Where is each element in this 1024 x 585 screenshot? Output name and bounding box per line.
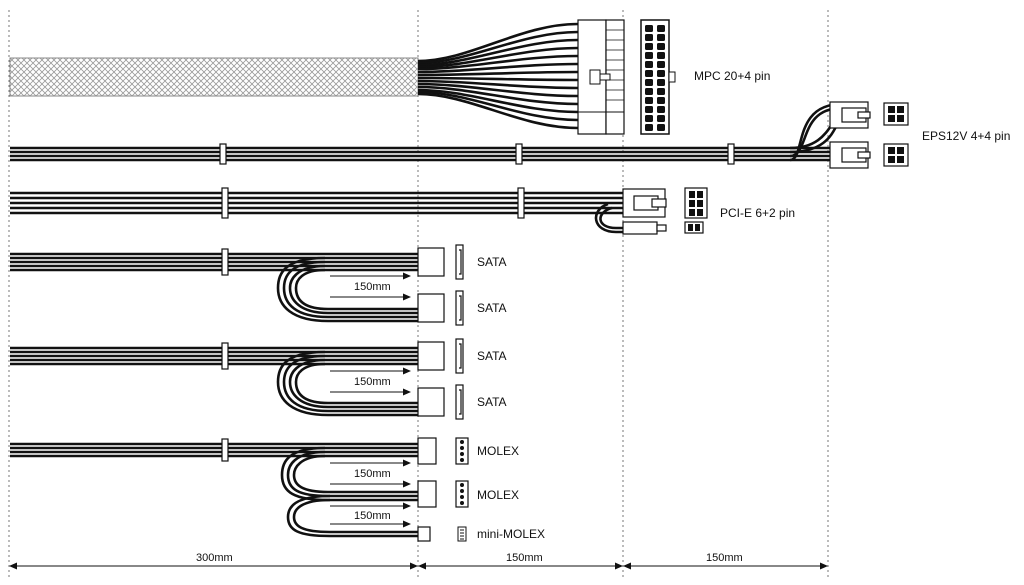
molex-connector-2 [417,480,469,508]
eps-label: EPS12V 4+4 pin [922,129,1010,143]
molex-spacing-a: 150mm [354,468,391,480]
sata-1-connector-b [417,290,464,326]
sata-1-label: SATA [477,255,507,269]
mini-molex-connector [417,526,467,542]
sata-cable-2: 150mm SATA SATA [10,338,507,420]
mini-molex-label: mini-MOLEX [477,527,545,541]
sata-3-label: SATA [477,349,507,363]
eps-connector-lower [829,141,871,169]
sata-2-label: SATA [477,301,507,315]
eps-connector-upper [829,101,871,129]
molex-1-label: MOLEX [477,444,519,458]
length-dimensions: 300mm 150mm 150mm [9,552,828,570]
sata-2-spacing: 150mm [354,376,391,388]
mpc-connector-side [577,19,625,135]
eps-face-lower [883,143,909,167]
molex-connector-1 [417,437,469,465]
sata-4-label: SATA [477,395,507,409]
molex-cable: 150mm 150mm MOLEX MOLEX mini-MOLEX [10,437,545,542]
mpc-cable: MPC 20+4 pin [9,19,770,135]
ext-length-1-label: 150mm [506,552,543,564]
pcie-label: PCI-E 6+2 pin [720,206,795,220]
mpc-connector-face [640,19,676,135]
molex-dim-b: 150mm [330,502,411,528]
molex-2-label: MOLEX [477,488,519,502]
mpc-label: MPC 20+4 pin [694,69,770,83]
mesh-sleeve [9,57,419,97]
molex-dim-a: 150mm [330,459,411,488]
sata-1-connector-a [417,244,464,280]
ext-length-2-label: 150mm [706,552,743,564]
pcie-cable: PCI-E 6+2 pin [10,187,795,235]
sata-2-connector-b [417,384,464,420]
pcie-connector-side [622,188,667,235]
sata-2-connector-a [417,338,464,374]
molex-spacing-b: 150mm [354,510,391,522]
pcie-face [684,187,708,234]
eps-cable: EPS12V 4+4 pin [10,101,1010,169]
mpc-wire-fan [417,22,579,130]
sata-1-spacing: 150mm [354,281,391,293]
sata-cable-1: 150mm SATA SATA [10,244,507,326]
sata-2-dim: 150mm [330,367,411,396]
eps-face-upper [883,102,909,126]
sata-1-dim: 150mm [330,272,411,301]
main-length-label: 300mm [196,552,233,564]
